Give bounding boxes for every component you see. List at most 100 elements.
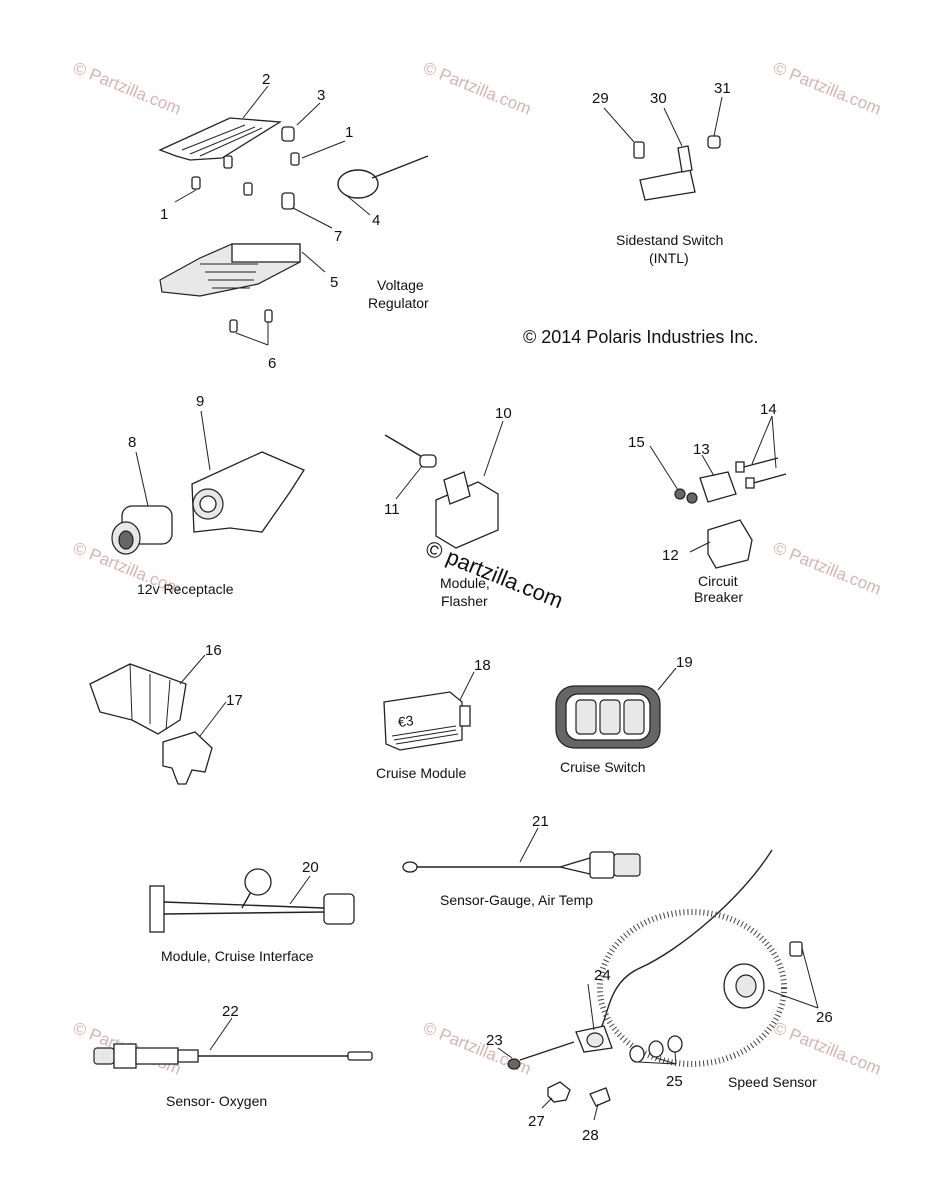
watermark: © Partzilla.com — [771, 58, 884, 119]
callout-15: 15 — [628, 434, 645, 451]
callout-6: 6 — [268, 355, 276, 372]
bolt-part — [507, 1058, 521, 1070]
callout-5: 5 — [330, 274, 338, 291]
cruise-interface-label: Module, Cruise Interface — [161, 948, 314, 964]
air-temp-group: 21 Sensor-Gauge, Air Temp — [402, 813, 641, 908]
receptacle-group: 8 9 12v Receptacle — [111, 393, 305, 597]
speed-sensor-label: Speed Sensor — [728, 1074, 817, 1090]
bolt-part — [223, 155, 233, 169]
watermark: © Partzilla.com — [421, 58, 534, 119]
washer-part — [667, 1035, 683, 1053]
callout-24: 24 — [594, 967, 611, 984]
nut-part — [686, 492, 698, 504]
callout-23: 23 — [486, 1032, 503, 1049]
cruise-switch-label: Cruise Switch — [560, 759, 646, 775]
callout-27: 27 — [528, 1113, 545, 1130]
ring-terminal-part — [402, 861, 418, 873]
callout-26: 26 — [816, 1009, 833, 1026]
flasher-label-2: Flasher — [441, 593, 488, 609]
bolt-part — [290, 152, 300, 166]
oxygen-label: Sensor- Oxygen — [166, 1093, 267, 1109]
nut-part — [674, 488, 686, 500]
callout-9: 9 — [196, 393, 204, 410]
interface-connector-part — [323, 893, 355, 925]
callout-19: 19 — [676, 654, 693, 671]
callout-31: 31 — [714, 80, 731, 97]
sidestand-switch-label-1: Sidestand Switch — [616, 232, 723, 248]
callout-28: 28 — [582, 1127, 599, 1144]
oxygen-group: 22 Sensor- Oxygen — [93, 1003, 373, 1109]
washer-part — [629, 1045, 645, 1063]
oxygen-lead-part — [347, 1051, 373, 1061]
callout-18: 18 — [474, 657, 491, 674]
callout-1: 1 — [345, 124, 353, 141]
circuit-breaker-group: 14 13 15 12 Circuit Breaker — [628, 401, 787, 605]
connector-cover-part — [89, 663, 187, 735]
callout-3: 3 — [317, 87, 325, 104]
washer-part — [648, 1040, 664, 1058]
voltage-regulator-label-2: Regulator — [368, 295, 429, 311]
callout-13: 13 — [693, 441, 710, 458]
tone-wheel-part — [597, 909, 787, 1067]
temp-connector-part — [589, 851, 615, 879]
cap-part — [707, 135, 721, 149]
cruise-switch-group: 19 Cruise Switch — [555, 654, 693, 775]
callout-1: 1 — [160, 206, 168, 223]
callout-21: 21 — [532, 813, 549, 830]
svg-text:€3: €3 — [397, 712, 415, 730]
watermark: © Partzilla.com — [421, 1018, 534, 1079]
air-temp-label: Sensor-Gauge, Air Temp — [440, 892, 593, 908]
callout-11: 11 — [384, 501, 400, 518]
receptacle-label: 12v Receptacle — [137, 581, 234, 597]
connector-fuse-group: 16 17 — [89, 642, 243, 785]
callout-12: 12 — [662, 547, 679, 564]
watermark: © Partzilla.com — [71, 58, 184, 119]
callout-14: 14 — [760, 401, 777, 418]
fuse-part — [162, 731, 213, 785]
callout-7: 7 — [334, 228, 342, 245]
interface-block-part — [149, 885, 165, 933]
cruise-module-label: Cruise Module — [376, 765, 466, 781]
cruise-module-part — [383, 691, 463, 751]
callout-29: 29 — [592, 90, 609, 107]
circuit-breaker-label-2: Breaker — [694, 589, 743, 605]
oxygen-sensor-part — [93, 1047, 115, 1065]
interface-bulb-part — [244, 868, 272, 896]
sidestand-switch-group: 29 30 31 Sidestand Switch (INTL) — [592, 80, 731, 266]
bolt-part — [229, 319, 238, 333]
voltage-regulator-label-1: Voltage — [377, 277, 424, 293]
bolt-part — [264, 309, 273, 323]
cruise-module-group: €3 18 Cruise Module — [376, 657, 491, 781]
bolt-part — [243, 182, 253, 196]
watermark: © Partzilla.com — [771, 1018, 884, 1079]
sidestand-switch-label-2: (INTL) — [649, 250, 689, 266]
flasher-group: 10 11 Module, Flasher — [384, 405, 512, 609]
nut-part — [547, 1081, 571, 1103]
flasher-label-1: Module, — [440, 575, 490, 591]
callout-4: 4 — [372, 212, 380, 229]
cruise-interface-group: 20 Module, Cruise Interface — [149, 859, 355, 964]
bracket-part — [158, 117, 283, 161]
voltage-regulator-group: 2 3 1 1 4 7 5 6 Voltage Regulator — [158, 71, 429, 372]
breaker-part — [707, 519, 753, 569]
callout-22: 22 — [222, 1003, 239, 1020]
bolt-part — [633, 141, 645, 159]
callout-2: 2 — [262, 71, 270, 88]
callout-17: 17 — [226, 692, 243, 709]
copyright-notice: © 2014 Polaris Industries Inc. — [523, 327, 758, 347]
callout-25: 25 — [666, 1073, 683, 1090]
clip-part — [281, 126, 295, 142]
grommet-part — [419, 454, 437, 468]
callout-8: 8 — [128, 434, 136, 451]
callout-30: 30 — [650, 90, 667, 107]
clip-part — [589, 1087, 611, 1107]
speed-sensor-cable — [589, 849, 773, 1041]
watermark-layer: © Partzilla.com © Partzilla.com © Partzi… — [71, 58, 884, 1079]
speed-sensor-group: 23 24 25 26 27 28 Speed Sensor — [486, 849, 833, 1144]
sidestand-switch-part — [639, 169, 696, 201]
callout-16: 16 — [205, 642, 222, 659]
breaker-top-part — [699, 471, 737, 503]
watermark: © Partzilla.com — [771, 538, 884, 599]
bolt-part — [191, 176, 201, 190]
